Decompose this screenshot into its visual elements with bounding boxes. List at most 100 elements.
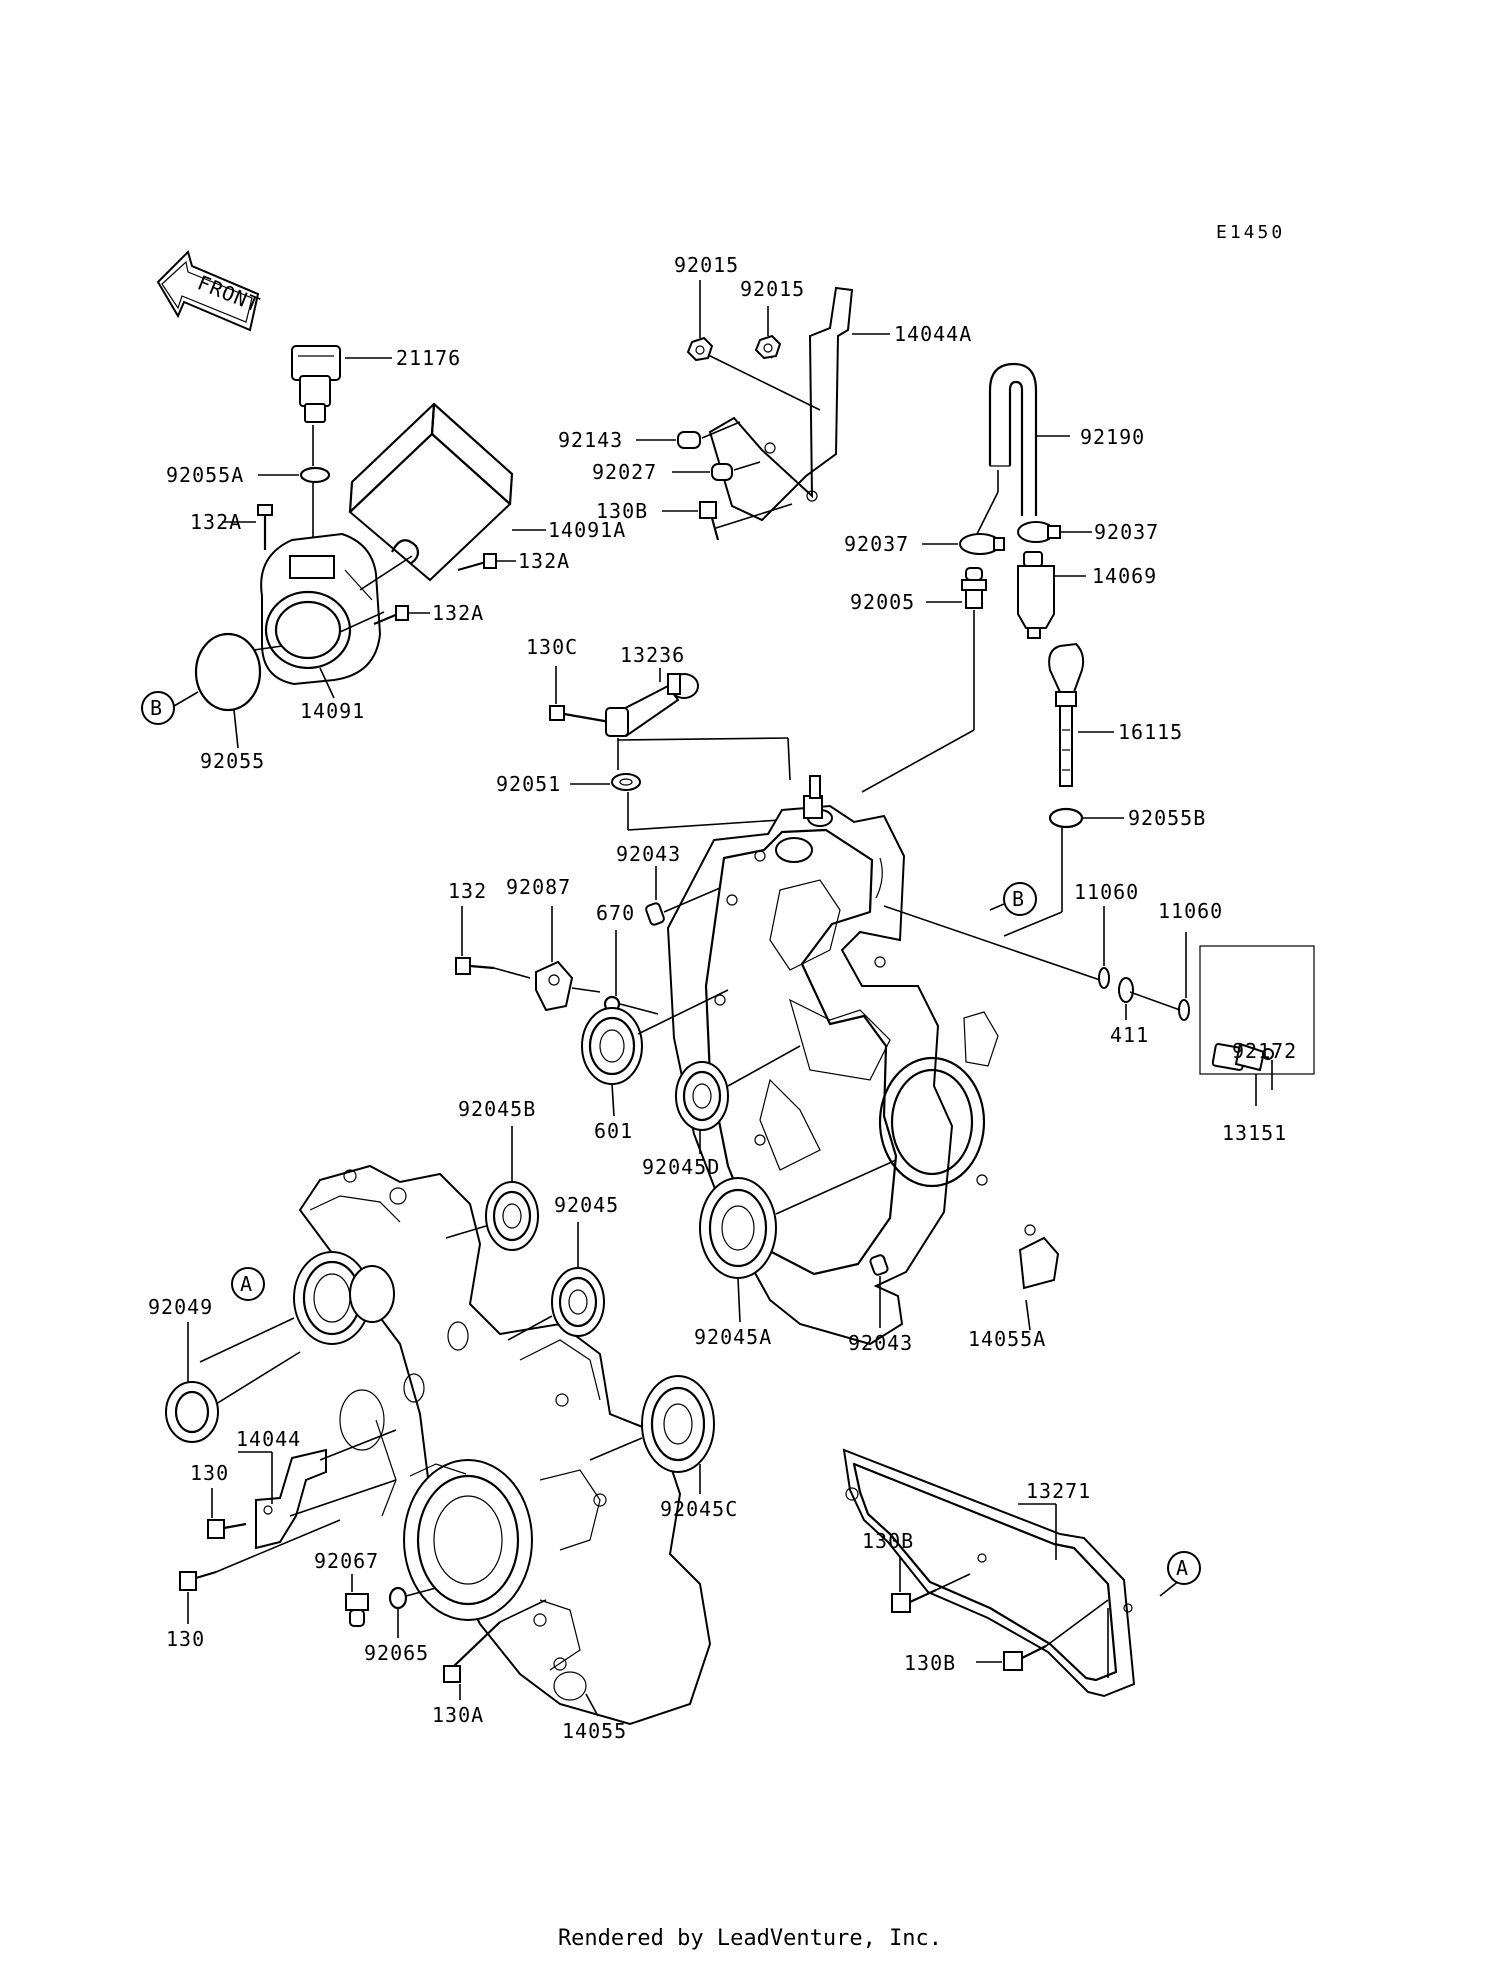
label-92045D: 92045D — [642, 1155, 720, 1179]
part-92143-collar — [677, 431, 701, 449]
label-92043-2: 92043 — [848, 1331, 913, 1355]
part-14091-throttle-body — [260, 532, 382, 686]
ref-b-label: B — [150, 696, 163, 720]
part-16115-dipstick — [1048, 642, 1085, 787]
part-132A-bolt — [257, 504, 273, 550]
label-92067: 92067 — [314, 1549, 379, 1573]
label-130B-3: 130B — [904, 1651, 956, 1675]
label-14044: 14044 — [236, 1427, 301, 1451]
label-14055: 14055 — [562, 1719, 627, 1743]
label-92055: 92055 — [200, 749, 265, 773]
part-132A-bolt-3 — [373, 605, 409, 626]
part-92043-pin-2 — [869, 1254, 889, 1276]
part-92045-bearing — [551, 1267, 605, 1337]
part-13236-lever — [549, 673, 699, 738]
ref-b-circle: B — [141, 691, 175, 725]
label-92049: 92049 — [148, 1295, 213, 1319]
label-132A: 132A — [190, 510, 242, 534]
part-92037-clamp-2 — [1017, 521, 1061, 543]
part-14091A-cover — [348, 402, 514, 582]
ref-a-circle-2: A — [1167, 1551, 1201, 1585]
part-130A-bolt — [443, 1621, 501, 1683]
ref-a-label: A — [240, 1272, 253, 1296]
part-92045B-bearing — [485, 1181, 539, 1251]
part-130-bolt — [207, 1519, 247, 1539]
part-130B-bolt-2 — [891, 1589, 937, 1613]
label-92051: 92051 — [496, 772, 561, 796]
part-92051-washer — [611, 773, 641, 791]
label-92015: 92015 — [674, 253, 739, 277]
label-601: 601 — [594, 1119, 633, 1143]
label-14091: 14091 — [300, 699, 365, 723]
label-92055B: 92055B — [1128, 806, 1206, 830]
part-11060-washer-2 — [1178, 999, 1190, 1021]
part-21176-sensor — [291, 345, 341, 423]
label-13271: 13271 — [1026, 1479, 1091, 1503]
part-132-bolt — [455, 957, 495, 975]
ref-b-label-2: B — [1012, 887, 1025, 911]
part-92045D-bearing — [675, 1061, 729, 1131]
ref-a-label-2: A — [1176, 1556, 1189, 1580]
part-92037-clamp — [959, 533, 1005, 555]
part-92055A-oring — [299, 466, 331, 484]
label-13236: 13236 — [620, 643, 685, 667]
part-92087-plate — [535, 960, 574, 1012]
part-92027-collar — [711, 463, 733, 481]
part-92049-seal — [165, 1381, 219, 1443]
part-132A-bolt-2 — [457, 553, 497, 572]
label-130B-2: 130B — [862, 1529, 914, 1553]
label-92065: 92065 — [364, 1641, 429, 1665]
label-92015-2: 92015 — [740, 277, 805, 301]
part-411-washer — [1118, 977, 1134, 1003]
part-92045C-bearing — [641, 1375, 715, 1473]
part-13151-box — [1199, 945, 1315, 1075]
label-130: 130 — [190, 1461, 229, 1485]
label-11060: 11060 — [1074, 880, 1139, 904]
label-11060-2: 11060 — [1158, 899, 1223, 923]
label-14091A: 14091A — [548, 518, 626, 542]
label-92087: 92087 — [506, 875, 571, 899]
part-92055B-oring — [1048, 807, 1084, 829]
label-92143: 92143 — [558, 428, 623, 452]
label-92045A: 92045A — [694, 1325, 772, 1349]
label-14069: 14069 — [1092, 564, 1157, 588]
label-92005: 92005 — [850, 590, 915, 614]
label-92043: 92043 — [616, 842, 681, 866]
part-92190-hose — [988, 362, 1038, 516]
ref-a-circle: A — [231, 1267, 265, 1301]
label-130B: 130B — [596, 499, 648, 523]
diagram-code: E1450 — [1216, 222, 1286, 243]
label-132: 132 — [448, 879, 487, 903]
label-92037-2: 92037 — [1094, 520, 1159, 544]
label-92172: 92172 — [1232, 1039, 1297, 1063]
label-92037: 92037 — [844, 532, 909, 556]
label-130A: 130A — [432, 1703, 484, 1727]
part-130B-bolt — [699, 501, 720, 541]
part-92065-washer — [388, 1586, 408, 1610]
label-130-2: 130 — [166, 1627, 205, 1651]
part-92005-fitting — [961, 567, 987, 609]
label-92055A: 92055A — [166, 463, 244, 487]
part-130-bolt-2 — [179, 1570, 217, 1591]
front-arrow-icon: FRONT — [156, 250, 264, 332]
part-92015-nut-2 — [754, 334, 782, 360]
label-130C: 130C — [526, 635, 578, 659]
part-11060-washer — [1098, 967, 1110, 989]
part-14055-case — [293, 1164, 712, 1726]
part-14069-separator — [1017, 551, 1055, 639]
label-132A-2: 132A — [518, 549, 570, 573]
label-13151: 13151 — [1222, 1121, 1287, 1145]
part-130B-bolt-3 — [1003, 1645, 1047, 1671]
label-92045C: 92045C — [660, 1497, 738, 1521]
label-92045: 92045 — [554, 1193, 619, 1217]
ref-b-circle-2: B — [1003, 882, 1037, 916]
part-92045A-bearing — [699, 1177, 777, 1279]
part-92043-pin — [645, 902, 665, 926]
label-411: 411 — [1110, 1023, 1149, 1047]
part-601-bearing — [581, 1007, 643, 1085]
label-92045B: 92045B — [458, 1097, 536, 1121]
label-14055A: 14055A — [968, 1327, 1046, 1351]
label-92190: 92190 — [1080, 425, 1145, 449]
part-92015-nut — [686, 336, 714, 362]
